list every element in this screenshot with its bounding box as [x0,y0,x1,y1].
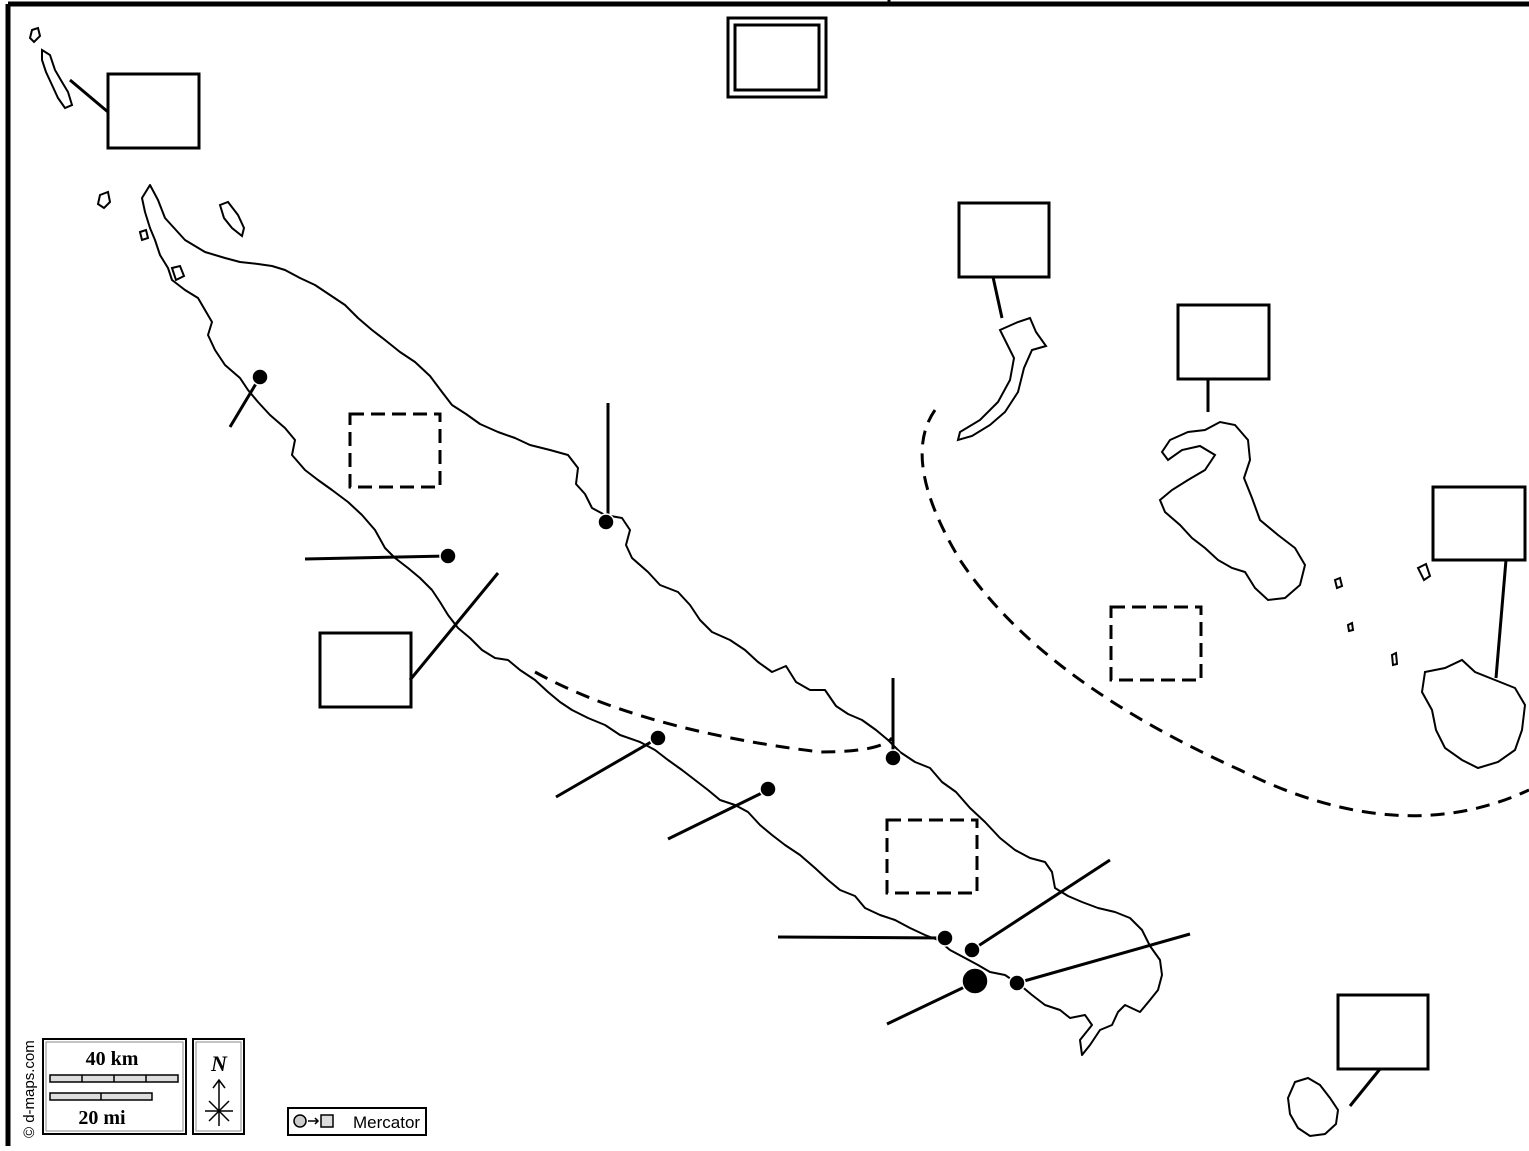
label-box-belep[interactable] [106,72,201,150]
scale-mi-label: 20 mi [78,1107,126,1129]
capital-dot-noumea[interactable] [961,967,989,995]
islet-north-3 [170,264,186,282]
north-label: N [210,1051,228,1076]
islet-east-2 [1346,621,1355,633]
islands-province-boundary [920,409,1529,818]
town-dot-hienghene[interactable] [597,513,615,531]
label-box-west-coast[interactable] [318,631,413,709]
label-box-south-province[interactable] [885,818,979,895]
islet-north-4 [138,228,150,242]
label-box-lifou[interactable] [1176,303,1271,381]
scale-bar: 40 km 20 mi [42,1038,187,1135]
projection-box: Mercator [287,1107,427,1136]
lifou-island [1158,420,1307,602]
north-arrow-icon [205,1078,233,1126]
town-dot-mont-dore[interactable] [1008,974,1026,992]
town-dot-bourail[interactable] [649,729,667,747]
belep-islet [28,26,42,44]
islet-north-2 [218,200,246,238]
label-box-title[interactable] [726,16,828,99]
islet-east-1 [1333,576,1344,590]
mare-island [1420,658,1527,770]
label-box-mare[interactable] [1431,485,1527,562]
town-dot-dumbea[interactable] [963,941,981,959]
tiga-islet [1416,562,1432,582]
islet-east-3 [1390,651,1399,667]
town-dot-la-foa[interactable] [759,780,777,798]
label-box-ouvea[interactable] [957,201,1051,279]
ouvea-island [956,316,1048,442]
town-dot-canala[interactable] [884,749,902,767]
town-markers [251,368,1026,995]
label-box-islands-province[interactable] [1109,605,1203,682]
province-label-boxes [348,412,1203,895]
leader-lines [69,78,1508,1107]
label-box-north-province[interactable] [348,412,442,489]
north-arrow: N [192,1038,245,1135]
town-dot-kone[interactable] [439,547,457,565]
credit-text: © d-maps.com [21,1040,38,1138]
islet-north-1 [96,190,112,210]
town-dot-paita[interactable] [936,929,954,947]
projection-icon [293,1114,334,1128]
town-dot-koumac[interactable] [251,368,269,386]
belep-island [41,48,74,110]
label-box-isle-of-pines[interactable] [1336,993,1430,1071]
isle-of-pines [1286,1076,1340,1138]
scale-km-label: 40 km [86,1048,139,1070]
map-frame [5,0,1529,1146]
north-south-province-boundary [534,670,894,754]
projection-label: Mercator [353,1113,420,1132]
grande-terre-island [141,184,1163,1056]
